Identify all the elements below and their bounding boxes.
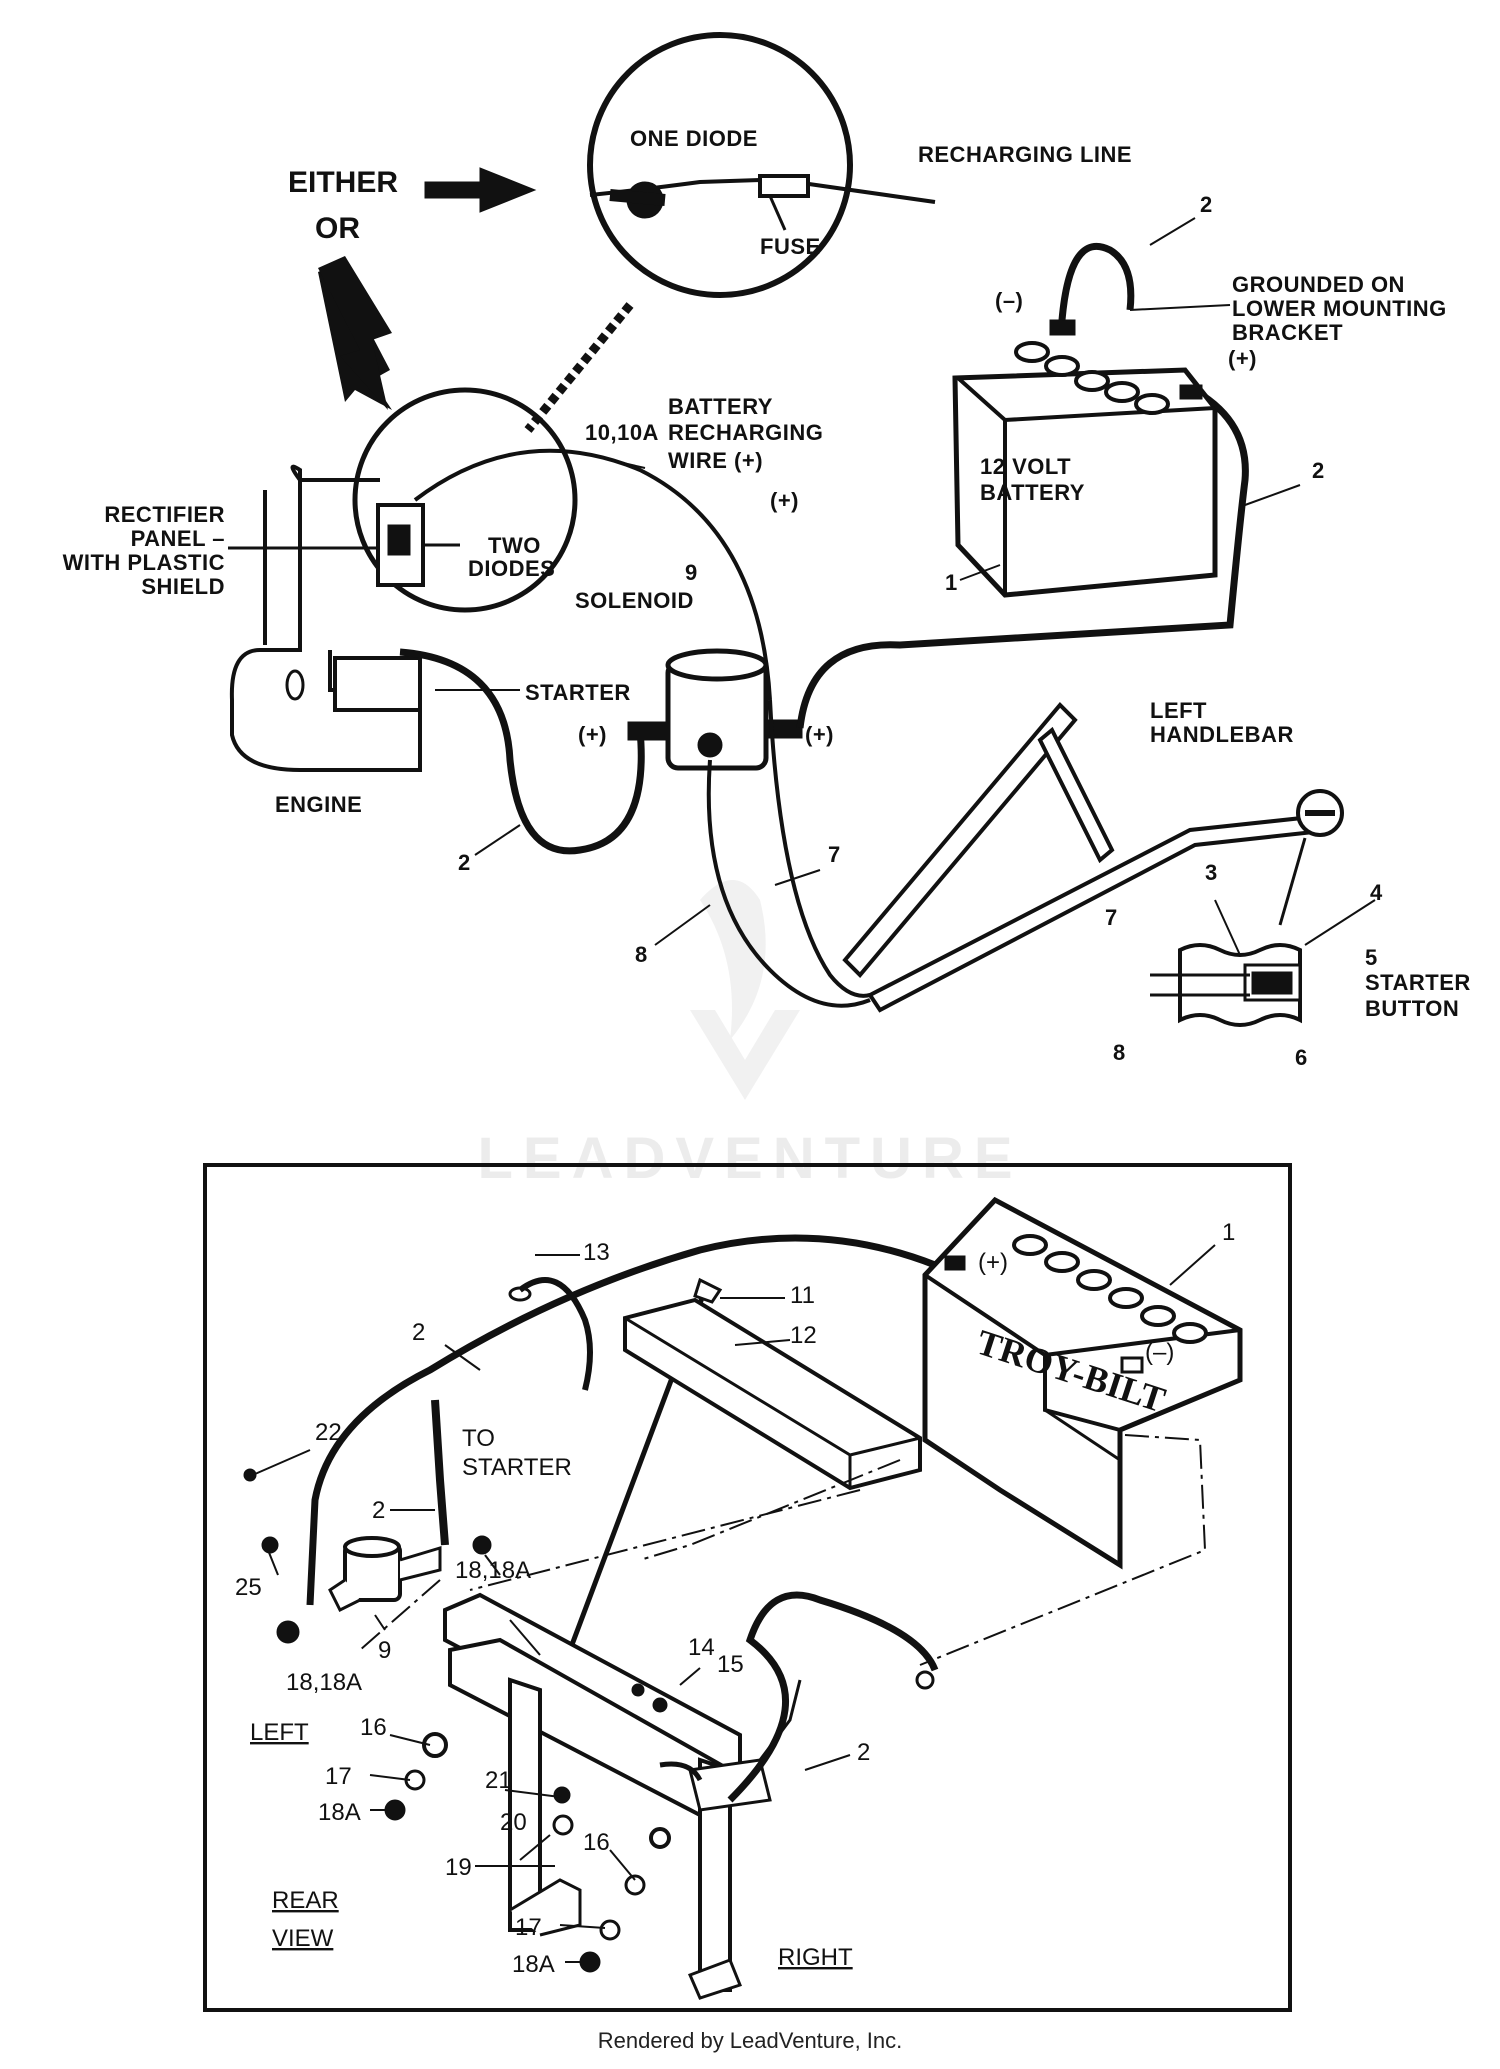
solenoid-bottom [328, 1536, 442, 1613]
left-label: LEFT [250, 1719, 309, 1746]
battery-label-1: 12 VOLT [980, 454, 1071, 479]
battery-label-2: BATTERY [980, 480, 1085, 505]
battery-minus-b: (–) [1145, 1339, 1174, 1366]
callout-b-1: 1 [1222, 1219, 1235, 1246]
callout-b-2-mid: 2 [372, 1497, 385, 1524]
battery-top [952, 319, 1218, 598]
starter-button-label-1: STARTER [1365, 970, 1471, 995]
bottom-labels: 13 11 12 1 (+) (–) TROY-BILT 2 22 TO STA… [235, 1219, 1235, 1978]
battery-plus-b: (+) [978, 1249, 1008, 1276]
callout-b-15: 15 [717, 1651, 744, 1678]
engine-detail-circle [352, 387, 578, 613]
callout-b-19: 19 [445, 1854, 472, 1881]
starter-label: STARTER [525, 680, 631, 705]
watermark: LEADVENTURE [477, 880, 1022, 1191]
arrow-right [424, 167, 537, 213]
to-starter-label-2: STARTER [462, 1454, 572, 1481]
callout-b-11: 11 [790, 1282, 815, 1309]
battery-recharging-label-3: WIRE (+) [668, 448, 763, 473]
bottom-diagram [243, 1196, 1243, 2000]
left-handlebar-label-1: LEFT [1150, 698, 1207, 723]
rectifier-label-3: WITH PLASTIC [63, 550, 225, 575]
watermark-text: LEADVENTURE [477, 1126, 1022, 1191]
battery-recharging-label-1: BATTERY [668, 394, 773, 419]
minus-label: (–) [995, 288, 1023, 313]
callout-4: 4 [1370, 880, 1383, 905]
two-diodes-label-2: DIODES [468, 556, 555, 581]
battery-plus-label: (+) [1228, 346, 1257, 371]
solenoid-plus-left: (+) [578, 722, 607, 747]
grounded-label-1: GROUNDED ON [1232, 272, 1405, 297]
callout-6: 6 [1295, 1045, 1307, 1070]
callout-8-button: 8 [1113, 1040, 1125, 1065]
callout-b-17-left: 17 [325, 1763, 352, 1790]
rectifier-label-1: RECTIFIER [104, 502, 225, 527]
grounded-label-2: LOWER MOUNTING [1232, 296, 1447, 321]
or-label: OR [315, 212, 360, 245]
callout-2-starter: 2 [458, 850, 470, 875]
top-diagram [228, 32, 1376, 1027]
wire-plus-label: (+) [770, 488, 799, 513]
grounded-label-3: BRACKET [1232, 320, 1343, 345]
fuse-label: FUSE [760, 234, 821, 259]
rectifier-label-4: SHIELD [141, 574, 225, 599]
recharging-line-label: RECHARGING LINE [918, 142, 1132, 167]
fuse-symbol [758, 174, 810, 198]
callout-b-14: 14 [688, 1634, 715, 1661]
rear-view-label-2: VIEW [272, 1925, 334, 1952]
callout-b-18a-left: 18A [318, 1799, 361, 1826]
callout-2-ground: 2 [1200, 192, 1212, 217]
callout-b-25: 25 [235, 1574, 262, 1601]
callout-8: 8 [635, 942, 647, 967]
mounting-frame [443, 1592, 802, 2000]
callout-b-13: 13 [583, 1239, 610, 1266]
engine-block [229, 464, 422, 772]
callout-7-button: 7 [1105, 905, 1117, 930]
rear-view-label-1: REAR [272, 1887, 339, 1914]
solenoid [627, 648, 803, 771]
fuse-inset-circle [587, 32, 853, 298]
rectifier-label-2: PANEL – [131, 526, 225, 551]
callout-3: 3 [1205, 860, 1217, 885]
either-label: EITHER [288, 166, 398, 199]
engine-label: ENGINE [275, 792, 362, 817]
callout-7: 7 [828, 842, 840, 867]
callout-b-2-top: 2 [412, 1319, 425, 1346]
two-diodes-label-1: TWO [488, 533, 541, 558]
battery-bottom [922, 1196, 1243, 1570]
callout-b-20: 20 [500, 1809, 527, 1836]
callout-b-12: 12 [790, 1322, 817, 1349]
callout-5: 5 [1365, 945, 1377, 970]
callout-b-18-solenoid: 18,18A [455, 1557, 531, 1584]
starter-button-detail [1150, 943, 1302, 1027]
callout-b-9: 9 [378, 1637, 391, 1664]
wire-part-label: 10,10A [585, 420, 659, 445]
callout-b-21: 21 [485, 1767, 512, 1794]
footer-credit: Rendered by LeadVenture, Inc. [597, 2028, 903, 2053]
callout-b-17-right: 17 [515, 1914, 542, 1941]
callout-2-battery: 2 [1312, 458, 1324, 483]
starter-button-label-2: BUTTON [1365, 996, 1459, 1021]
handlebar-frame [842, 702, 1344, 1013]
left-handlebar-label-2: HANDLEBAR [1150, 722, 1294, 747]
callout-1: 1 [945, 570, 957, 595]
top-labels: EITHER OR ONE DIODE RECHARGING LINE FUSE… [63, 126, 1471, 1070]
solenoid-label: SOLENOID [575, 588, 694, 613]
solenoid-plus-right: (+) [805, 722, 834, 747]
callout-b-2-right: 2 [857, 1739, 870, 1766]
battery-recharging-label-2: RECHARGING [668, 420, 823, 445]
callout-b-18a-right: 18A [512, 1951, 555, 1978]
to-starter-label-1: TO [462, 1425, 495, 1452]
callout-b-16-left: 16 [360, 1714, 387, 1741]
rear-view-frame [203, 1163, 1292, 2012]
one-diode-label: ONE DIODE [630, 126, 758, 151]
right-label: RIGHT [778, 1944, 853, 1971]
callout-9: 9 [685, 560, 697, 585]
callout-b-22: 22 [315, 1419, 342, 1446]
callout-b-18-left: 18,18A [286, 1669, 362, 1696]
callout-b-16-right: 16 [583, 1829, 610, 1856]
